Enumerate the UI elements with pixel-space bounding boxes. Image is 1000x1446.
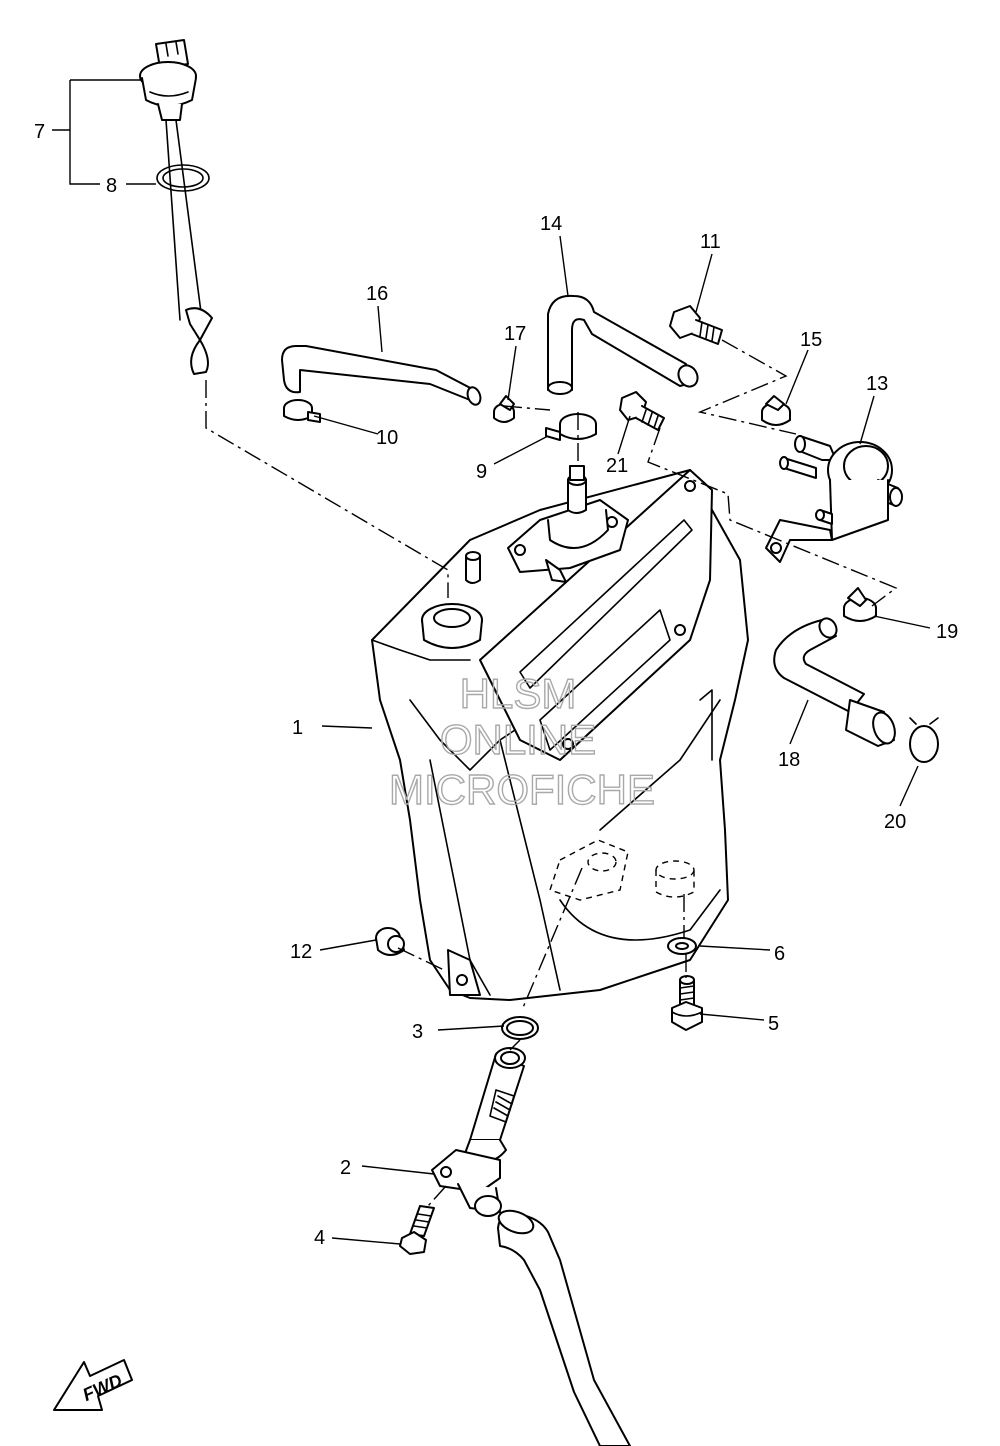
bolt-21: [619, 391, 665, 431]
oil-tank: [371, 465, 749, 1001]
callout-9: 9: [476, 461, 487, 483]
callout-12: 12: [290, 941, 312, 963]
callout-16: 16: [366, 283, 388, 305]
watermark-line-1: HLSM: [460, 670, 577, 717]
callout-11: 11: [700, 231, 721, 253]
callout-14: 14: [540, 213, 562, 235]
hose-clamp-10: [283, 399, 321, 423]
bolt-4: [399, 1205, 435, 1255]
callout-19: 19: [936, 621, 958, 643]
leader-lines: [52, 79, 931, 1245]
outlet-hose: [497, 1209, 631, 1446]
watermark-line-3: MICROFICHE: [389, 766, 655, 813]
callout-20: 20: [884, 811, 906, 833]
hose-clamp-19: [843, 587, 877, 622]
washer-6: [667, 937, 697, 955]
callout-3: 3: [412, 1021, 423, 1043]
drain-bolt-5: [671, 975, 703, 1031]
oil-strainer-2: [431, 1047, 526, 1217]
callout-15: 15: [800, 329, 822, 351]
check-valve-13: [765, 435, 903, 563]
callout-13: 13: [866, 373, 888, 395]
callout-18: 18: [778, 749, 800, 771]
hose-16: [281, 345, 482, 406]
bolt-11: [669, 305, 723, 345]
grommet-12: [375, 927, 405, 956]
hose-clamp-17: [493, 395, 515, 423]
callout-8: 8: [106, 175, 117, 197]
callout-10: 10: [376, 427, 398, 449]
callout-1: 1: [292, 717, 303, 739]
callout-4: 4: [314, 1227, 325, 1249]
fwd-arrow-icon: FWD: [53, 1359, 133, 1411]
cap-20: [909, 717, 939, 763]
o-ring-3: [501, 1016, 539, 1040]
hose-clamp-9: [545, 413, 597, 441]
callout-7: 7: [34, 121, 45, 143]
hose-18: [773, 617, 896, 747]
callout-21: 21: [606, 455, 628, 477]
watermark: HLSM ONLINE MICROFICHE: [388, 669, 655, 813]
callout-6: 6: [774, 943, 785, 965]
callout-5: 5: [768, 1013, 779, 1035]
callout-labels: 1 2 3 4 5 6 7 8 9 10 11 12 13 14 15 16 1…: [34, 121, 958, 1249]
callout-17: 17: [504, 323, 526, 345]
dipstick-assembly: [139, 39, 213, 375]
hose-clamp-15: [761, 395, 791, 426]
watermark-line-2: ONLINE: [440, 716, 596, 763]
phantom-lines: [205, 339, 898, 1207]
callout-2: 2: [340, 1157, 351, 1179]
hose-14: [547, 294, 699, 395]
